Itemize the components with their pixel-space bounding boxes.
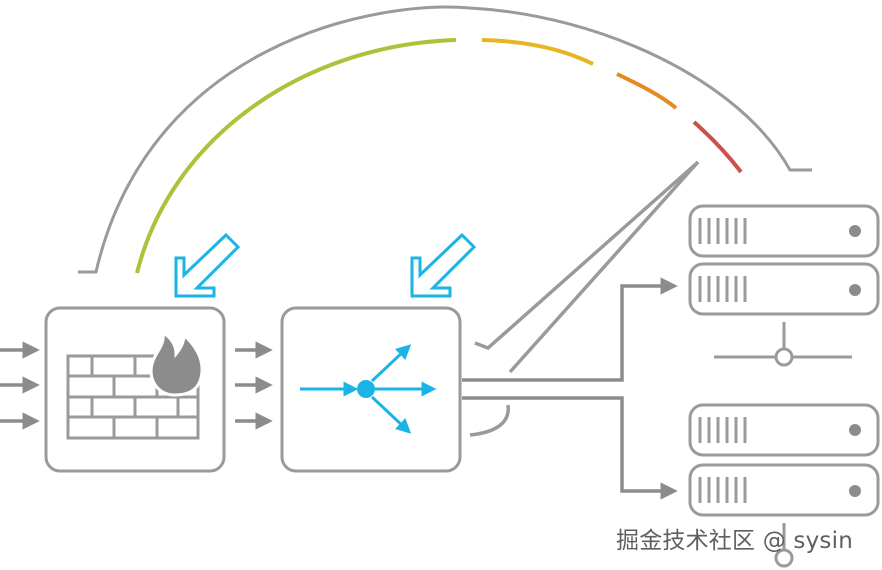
network-tap-icon [714, 322, 852, 367]
load-balancer-node [280, 306, 462, 473]
server-group-lower [688, 403, 880, 568]
firewall-node [44, 306, 226, 473]
flame-icon [149, 330, 204, 397]
network-tap-icon [774, 523, 794, 568]
server-rack-icon [688, 204, 880, 258]
highlight-arrow-firewall-icon [174, 232, 241, 298]
arc-segment-red [692, 120, 743, 174]
incoming-arrows [0, 341, 40, 430]
server-group-upper [688, 204, 880, 367]
arc-segment-orange [616, 72, 678, 110]
balancer-to-servers-connectors [462, 277, 678, 500]
server-rack-icon [688, 262, 880, 316]
arc-segment-yellow [481, 38, 594, 66]
arc-segment-green [135, 38, 457, 274]
highlight-arrow-balancer-icon [410, 232, 477, 298]
load-balancer-icon [300, 344, 437, 434]
server-rack-icon [688, 463, 880, 517]
server-rack-icon [688, 403, 880, 457]
outer-arc [78, 5, 812, 274]
watermark-text: 掘金技术社区 @ sysin [616, 528, 853, 554]
feedback-lines [469, 160, 700, 437]
firewall-to-balancer-arrows [235, 341, 273, 430]
